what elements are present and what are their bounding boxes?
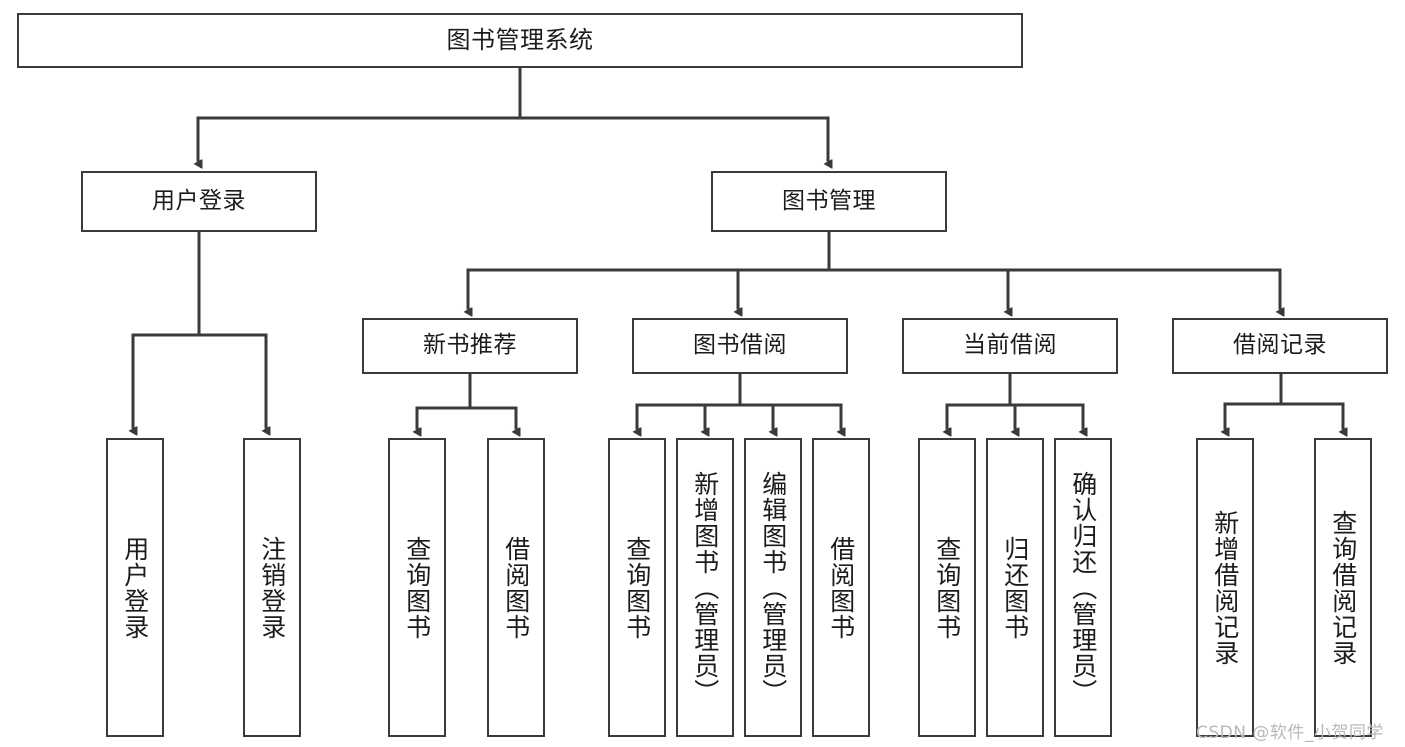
node-borrow-record[interactable]: 借阅记录: [1172, 318, 1388, 374]
node-label: 用户登录: [120, 535, 150, 640]
node-label: 确认归还（管理员）: [1068, 470, 1098, 705]
node-leaf-add-borrow-record[interactable]: 新增借阅记录: [1196, 438, 1254, 737]
node-leaf-borrow-book-recommend[interactable]: 借阅图书: [487, 438, 545, 737]
node-label: 借阅图书: [501, 535, 531, 640]
node-label: 当前借阅: [963, 332, 1057, 359]
node-label: 新增借阅记录: [1210, 509, 1240, 666]
node-new-book-recommend[interactable]: 新书推荐: [362, 318, 578, 374]
node-current-borrow[interactable]: 当前借阅: [902, 318, 1118, 374]
node-label: 借阅图书: [826, 535, 856, 640]
node-label: 归还图书: [1000, 535, 1030, 640]
node-label: 查询图书: [932, 535, 962, 640]
node-label: 图书管理系统: [446, 26, 594, 55]
node-leaf-edit-book[interactable]: 编辑图书（管理员）: [744, 438, 802, 737]
node-label: 查询借阅记录: [1328, 509, 1358, 666]
node-leaf-user-login[interactable]: 用户登录: [106, 438, 164, 737]
node-book-manage[interactable]: 图书管理: [711, 171, 947, 232]
node-book-borrow[interactable]: 图书借阅: [632, 318, 848, 374]
node-leaf-return-book[interactable]: 归还图书: [986, 438, 1044, 737]
node-leaf-confirm-return[interactable]: 确认归还（管理员）: [1054, 438, 1112, 737]
node-leaf-user-logout[interactable]: 注销登录: [243, 438, 301, 737]
node-label: 新增图书（管理员）: [690, 470, 720, 705]
node-label: 图书管理: [782, 187, 876, 214]
node-label: 用户登录: [152, 187, 246, 214]
node-leaf-query-borrow-record[interactable]: 查询借阅记录: [1314, 438, 1372, 737]
node-leaf-add-book[interactable]: 新增图书（管理员）: [676, 438, 734, 737]
node-leaf-borrow-book[interactable]: 借阅图书: [812, 438, 870, 737]
node-user-login[interactable]: 用户登录: [81, 171, 317, 232]
node-leaf-query-book-recommend[interactable]: 查询图书: [388, 438, 446, 737]
node-root-system[interactable]: 图书管理系统: [17, 13, 1023, 68]
node-leaf-query-book-current[interactable]: 查询图书: [918, 438, 976, 737]
node-label: 图书借阅: [693, 332, 787, 359]
node-label: 注销登录: [257, 535, 287, 640]
node-label: 编辑图书（管理员）: [758, 470, 788, 705]
node-label: 新书推荐: [423, 332, 517, 359]
csdn-watermark: CSDN @软件_小贺同学: [1196, 723, 1384, 743]
node-label: 借阅记录: [1233, 332, 1327, 359]
node-leaf-query-book-borrow[interactable]: 查询图书: [608, 438, 666, 737]
node-label: 查询图书: [622, 535, 652, 640]
node-label: 查询图书: [402, 535, 432, 640]
